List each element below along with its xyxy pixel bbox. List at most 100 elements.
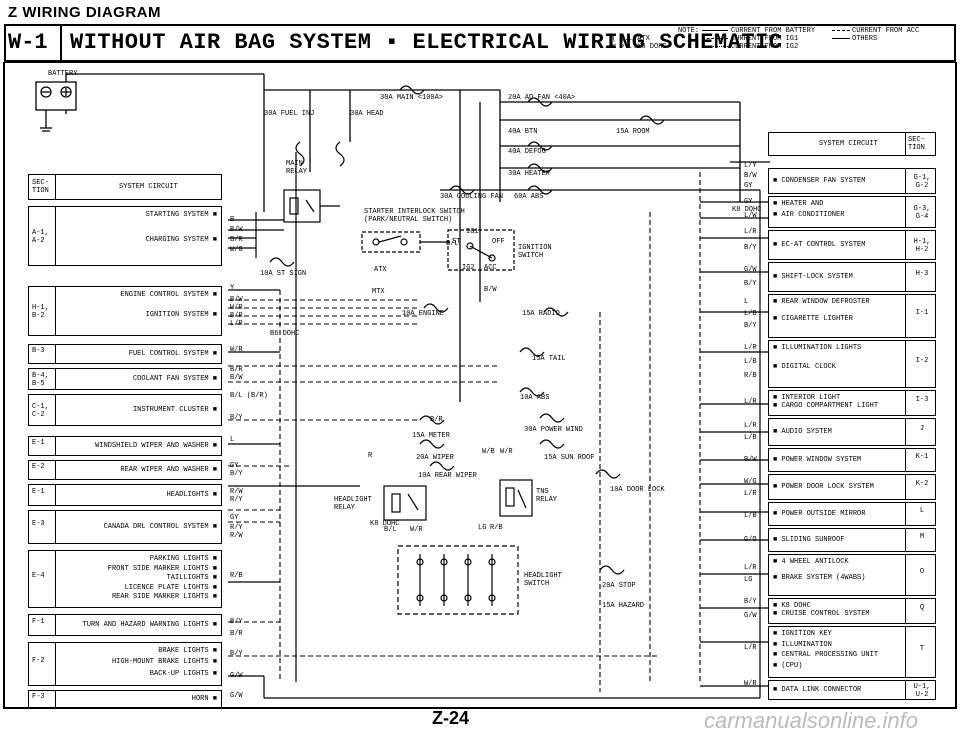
divider — [905, 295, 906, 337]
right-table-row: ■ IGNITION KEY■ ILLUMINATION■ CENTRAL PR… — [768, 626, 936, 678]
tns-relay — [499, 479, 533, 517]
wire-color-label: G/O — [744, 536, 757, 544]
row-section: G-3, G-4 — [913, 205, 931, 221]
fuse-label: 20A AD FAN <40A> — [508, 94, 576, 102]
system-circuit-label: ■ 4 WHEEL ANTILOCK — [773, 558, 849, 566]
wire-color-label: OFF — [492, 238, 505, 246]
row-section: B-4, B-5 — [32, 372, 49, 388]
wire-color-label: B/L — [446, 240, 459, 248]
wire-color-label: B/Y — [230, 414, 243, 422]
wire-color-label: B/Y — [744, 244, 757, 252]
divider — [55, 485, 56, 505]
divider — [55, 511, 56, 543]
divider — [905, 419, 906, 445]
row-section: F-3 — [32, 693, 45, 701]
legend-ig2: CURRENT FROM IG2 — [731, 43, 799, 51]
wire-color-label: R/Y — [230, 496, 243, 504]
legend-line-others — [832, 38, 850, 39]
left-table-row: F-3 HORN ■ — [28, 690, 222, 708]
fuse-label: 10A ST SIGN — [260, 270, 307, 278]
right-table-row: ■ 4 WHEEL ANTILOCK■ BRAKE SYSTEM (4WABS)… — [768, 554, 936, 596]
divider — [905, 449, 906, 471]
fuse-label: 10A DOOR LOCK — [610, 486, 665, 494]
row-section: E-2 — [32, 463, 45, 471]
row-section: I-2 — [915, 357, 929, 365]
headlight-relay — [383, 485, 427, 521]
note-label: NOTE: — [678, 27, 700, 35]
fuse-label: 15A SUN ROOF — [544, 454, 595, 462]
wire-color-label: W/R — [230, 304, 243, 312]
wire-color-label: B/R — [230, 312, 243, 320]
divider — [55, 437, 56, 455]
row-section: T — [919, 645, 925, 653]
wire-color-label: B/W — [744, 172, 757, 180]
system-circuit-label: ■ CARGO COMPARTMENT LIGHT — [773, 402, 879, 410]
divider — [55, 345, 56, 363]
system-circuit-label: ENGINE CONTROL SYSTEM ■ — [120, 291, 217, 299]
wire-color-label: IG2 — [462, 264, 475, 272]
starter-interlock-switch — [361, 231, 450, 253]
wire-color-label: L/R — [744, 228, 757, 236]
system-circuit-label: CANADA DRL CONTROL SYSTEM ■ — [103, 523, 217, 531]
section-title: Z WIRING DIAGRAM — [8, 4, 161, 21]
wire-color-label: L/Y — [744, 162, 757, 170]
row-section: F-1 — [32, 618, 45, 626]
fuse-label: 10A ABS — [520, 394, 550, 402]
legend-battery: CURRENT FROM BATTERY — [731, 27, 816, 35]
wire-color-label: R/B — [490, 524, 503, 532]
wire-color-label: IG1 — [466, 228, 479, 236]
row-section: K-1 — [915, 453, 929, 461]
legend-line-acc — [832, 30, 850, 31]
wire-color-label: GY — [744, 198, 753, 206]
right-table-header: SYSTEM CIRCUIT SEC-TION — [768, 132, 936, 156]
wire-color-label: L/B — [744, 434, 757, 442]
system-circuit-label: COOLANT FAN SYSTEM ■ — [132, 375, 217, 383]
wire-color-label: B/W — [484, 286, 497, 294]
wire-color-label: L/B — [744, 512, 757, 520]
system-circuit-label: ■ ILLUMINATION LIGHTS — [773, 344, 862, 352]
wire-color-label: B/L — [384, 526, 397, 534]
fuse-label: 30A HEAD — [350, 110, 384, 118]
battery-bus — [263, 74, 760, 402]
system-circuit-label: HIGH-MOUNT BRAKE LIGHTS ■ — [111, 658, 217, 667]
system-circuit-label: ■ DATA LINK CONNECTOR — [773, 686, 862, 694]
row-section: H-3 — [915, 270, 929, 278]
system-circuit-label: HORN ■ — [191, 695, 217, 703]
system-circuit-label: ■ (CPU) — [773, 661, 803, 670]
wire-color-label: B/W — [744, 456, 757, 464]
note-k8: < >...K8 DOHC — [612, 43, 667, 51]
divider — [905, 231, 906, 259]
divider — [55, 643, 56, 685]
fuse-label: 30A FUEL INJ — [264, 110, 315, 118]
fuse-label: 10A REAR WIPER — [418, 472, 477, 480]
wire-color-label: W/R — [500, 448, 513, 456]
main-relay-label: MAIN RELAY — [286, 160, 308, 176]
wire-color-label: R/B — [230, 572, 243, 580]
system-circuit-label: ■ HEATER AND — [773, 200, 824, 208]
system-circuit-label: PARKING LIGHTS ■ — [149, 555, 217, 563]
row-section: G-1, G-2 — [913, 174, 931, 190]
row-section: L — [919, 507, 925, 515]
wire-color-label: B/W — [230, 296, 243, 304]
wire-color-label: B/R — [230, 630, 243, 638]
divider — [905, 391, 906, 415]
wire-color-label: LG — [744, 576, 753, 584]
right-table-row: ■ REAR WINDOW DEFROSTER■ CIGARETTE LIGHT… — [768, 294, 936, 338]
mtx-label: MTX — [372, 288, 385, 296]
row-section: O — [919, 568, 925, 576]
fuse-label: 30A POWER WIND — [524, 426, 583, 434]
divider — [905, 627, 906, 677]
right-table-row: ■ INTERIOR LIGHT■ CARGO COMPARTMENT LIGH… — [768, 390, 936, 416]
fuse-label: 15A RADIO — [522, 310, 560, 318]
wire-color-label: B/Y — [230, 470, 243, 478]
left-header-section: SEC-TION — [32, 179, 49, 195]
divider — [905, 197, 906, 227]
wire-color-label: GY — [230, 514, 239, 522]
